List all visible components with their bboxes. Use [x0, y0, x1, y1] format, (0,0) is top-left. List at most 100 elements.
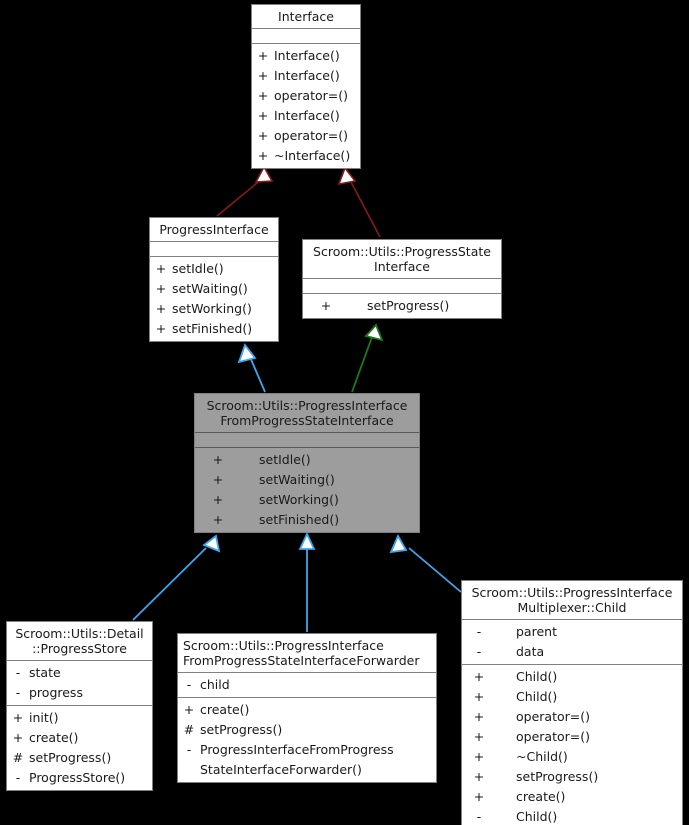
- visibility-marker: +: [473, 689, 485, 704]
- visibility-marker: +: [473, 709, 485, 724]
- member-row: + setWaiting(): [150, 279, 278, 299]
- member-name: state: [29, 665, 61, 680]
- class-node-interface[interactable]: Interface +Interface() +Interface() + ope…: [251, 4, 361, 169]
- class-node-forwarder[interactable]: Scroom::Utils::ProgressInterface FromPro…: [177, 633, 437, 783]
- visibility-marker: +: [212, 512, 224, 527]
- member-name: Child(): [516, 669, 558, 684]
- member-name: setWaiting(): [172, 281, 248, 296]
- visibility-marker: -: [476, 809, 482, 824]
- visibility-marker: -: [15, 685, 21, 700]
- member-row: +operator=(): [462, 727, 682, 747]
- member-name: create(): [200, 702, 250, 717]
- member-row: + operator=(): [462, 707, 682, 727]
- class-title: Scroom::Utils::ProgressInterface FromPro…: [183, 638, 420, 668]
- methods-compartment: + setProgress(): [303, 293, 501, 318]
- class-title: Scroom::Utils::Detail ::ProgressStore: [15, 626, 144, 656]
- member-name: setProgress(): [29, 750, 112, 765]
- member-row: -Child(): [462, 807, 682, 825]
- member-name: operator=(): [274, 128, 348, 143]
- member-row: + setWorking(): [195, 490, 419, 510]
- class-node-progress-state-interface[interactable]: Scroom::Utils::ProgressState Interface +…: [302, 239, 502, 319]
- member-name: Child(): [516, 689, 558, 704]
- class-node-progress-interface[interactable]: ProgressInterface + setIdle() + setWaiting…: [149, 217, 279, 342]
- member-row: +create(): [462, 787, 682, 807]
- visibility-marker: +: [257, 88, 269, 103]
- class-node-progress-interface-from-progress-state-interface[interactable]: Scroom::Utils::ProgressInterface FromPro…: [194, 393, 420, 533]
- member-name: progress: [29, 685, 83, 700]
- edge-multiplexerchild-to-pifpsi: [389, 533, 462, 593]
- member-name: setProgress(): [367, 298, 450, 313]
- edge-progressinterface-to-interface: [216, 165, 274, 217]
- visibility-marker: +: [320, 298, 332, 313]
- member-row: +Interface(): [252, 46, 360, 66]
- member-row: +Interface(): [252, 66, 360, 86]
- member-row: -data: [462, 642, 682, 662]
- visibility-marker: +: [257, 128, 269, 143]
- member-row: +create(): [178, 700, 436, 720]
- attributes-compartment: [195, 432, 419, 447]
- edge-pifpsi-to-progressinterface: [237, 343, 266, 393]
- class-node-progress-store[interactable]: Scroom::Utils::Detail ::ProgressStore -s…: [6, 621, 153, 791]
- member-row: -progress: [7, 683, 152, 703]
- visibility-marker: +: [257, 68, 269, 83]
- member-name: data: [516, 644, 545, 659]
- member-row: +setWorking(): [150, 299, 278, 319]
- member-row: +setFinished(): [195, 510, 419, 530]
- member-row: -state: [7, 663, 152, 683]
- visibility-marker: +: [473, 749, 485, 764]
- methods-compartment: +Child() +Child() +operator=() +operator…: [462, 664, 682, 825]
- member-name: ProgressStore(): [29, 770, 126, 785]
- member-row: + Child(): [462, 687, 682, 707]
- edge-pifpsi-to-progressstateinterface: [351, 323, 384, 393]
- class-title: Scroom::Utils::ProgressInterface FromPro…: [206, 398, 408, 428]
- class-title: ProgressInterface: [159, 222, 269, 237]
- class-title: Interface: [278, 9, 334, 24]
- member-row: +setProgress(): [462, 767, 682, 787]
- visibility-marker: #: [12, 750, 24, 765]
- member-name: child: [200, 677, 230, 692]
- visibility-marker: +: [257, 108, 269, 123]
- member-name: setWaiting(): [259, 472, 335, 487]
- methods-compartment: +setIdle() +setWaiting() +setWorking() +…: [195, 447, 419, 532]
- methods-compartment: +init() +create() #setProgress() -Progre…: [7, 705, 152, 790]
- visibility-marker: +: [155, 281, 167, 296]
- member-name: operator=(): [516, 709, 590, 724]
- edge-progressstore-to-pifpsi: [132, 534, 221, 621]
- member-row: +setWaiting(): [195, 470, 419, 490]
- visibility-marker: +: [155, 321, 167, 336]
- visibility-marker: -: [186, 742, 192, 757]
- member-row: + ~Interface(): [252, 146, 360, 166]
- visibility-marker: +: [212, 492, 224, 507]
- member-row: -child: [178, 675, 436, 695]
- member-name: setIdle(): [172, 261, 224, 276]
- visibility-marker: +: [12, 730, 24, 745]
- visibility-marker: +: [257, 148, 269, 163]
- visibility-marker: +: [212, 452, 224, 467]
- visibility-marker: -: [15, 770, 21, 785]
- member-row: #setProgress(): [178, 720, 436, 740]
- visibility-marker: +: [155, 301, 167, 316]
- member-row: + setProgress(): [303, 296, 501, 316]
- visibility-marker: -: [476, 624, 482, 639]
- member-name: setWorking(): [259, 492, 339, 507]
- member-name: operator=(): [274, 88, 348, 103]
- attributes-compartment: -parent -data: [462, 619, 682, 664]
- visibility-marker: -: [15, 665, 21, 680]
- member-name: init(): [29, 710, 59, 725]
- member-name: ~Child(): [516, 749, 568, 764]
- attributes-compartment: [252, 28, 360, 43]
- visibility-marker: -: [186, 677, 192, 692]
- visibility-marker: +: [257, 48, 269, 63]
- class-title: Scroom::Utils::ProgressInterface Multipl…: [471, 585, 673, 615]
- attributes-compartment: -child: [178, 672, 436, 697]
- class-node-multiplexer-child[interactable]: Scroom::Utils::ProgressInterface Multipl…: [461, 580, 683, 825]
- attributes-compartment: -state -progress: [7, 660, 152, 705]
- member-name: ~Interface(): [274, 148, 351, 163]
- attributes-compartment: [303, 278, 501, 293]
- visibility-marker: +: [12, 710, 24, 725]
- member-name: create(): [516, 789, 566, 804]
- methods-compartment: + setIdle() + setWaiting() +setWorking() +…: [150, 256, 278, 341]
- visibility-marker: #: [183, 722, 195, 737]
- methods-compartment: +Interface() +Interface() + operator=() +…: [252, 43, 360, 168]
- member-row: + operator=(): [252, 126, 360, 146]
